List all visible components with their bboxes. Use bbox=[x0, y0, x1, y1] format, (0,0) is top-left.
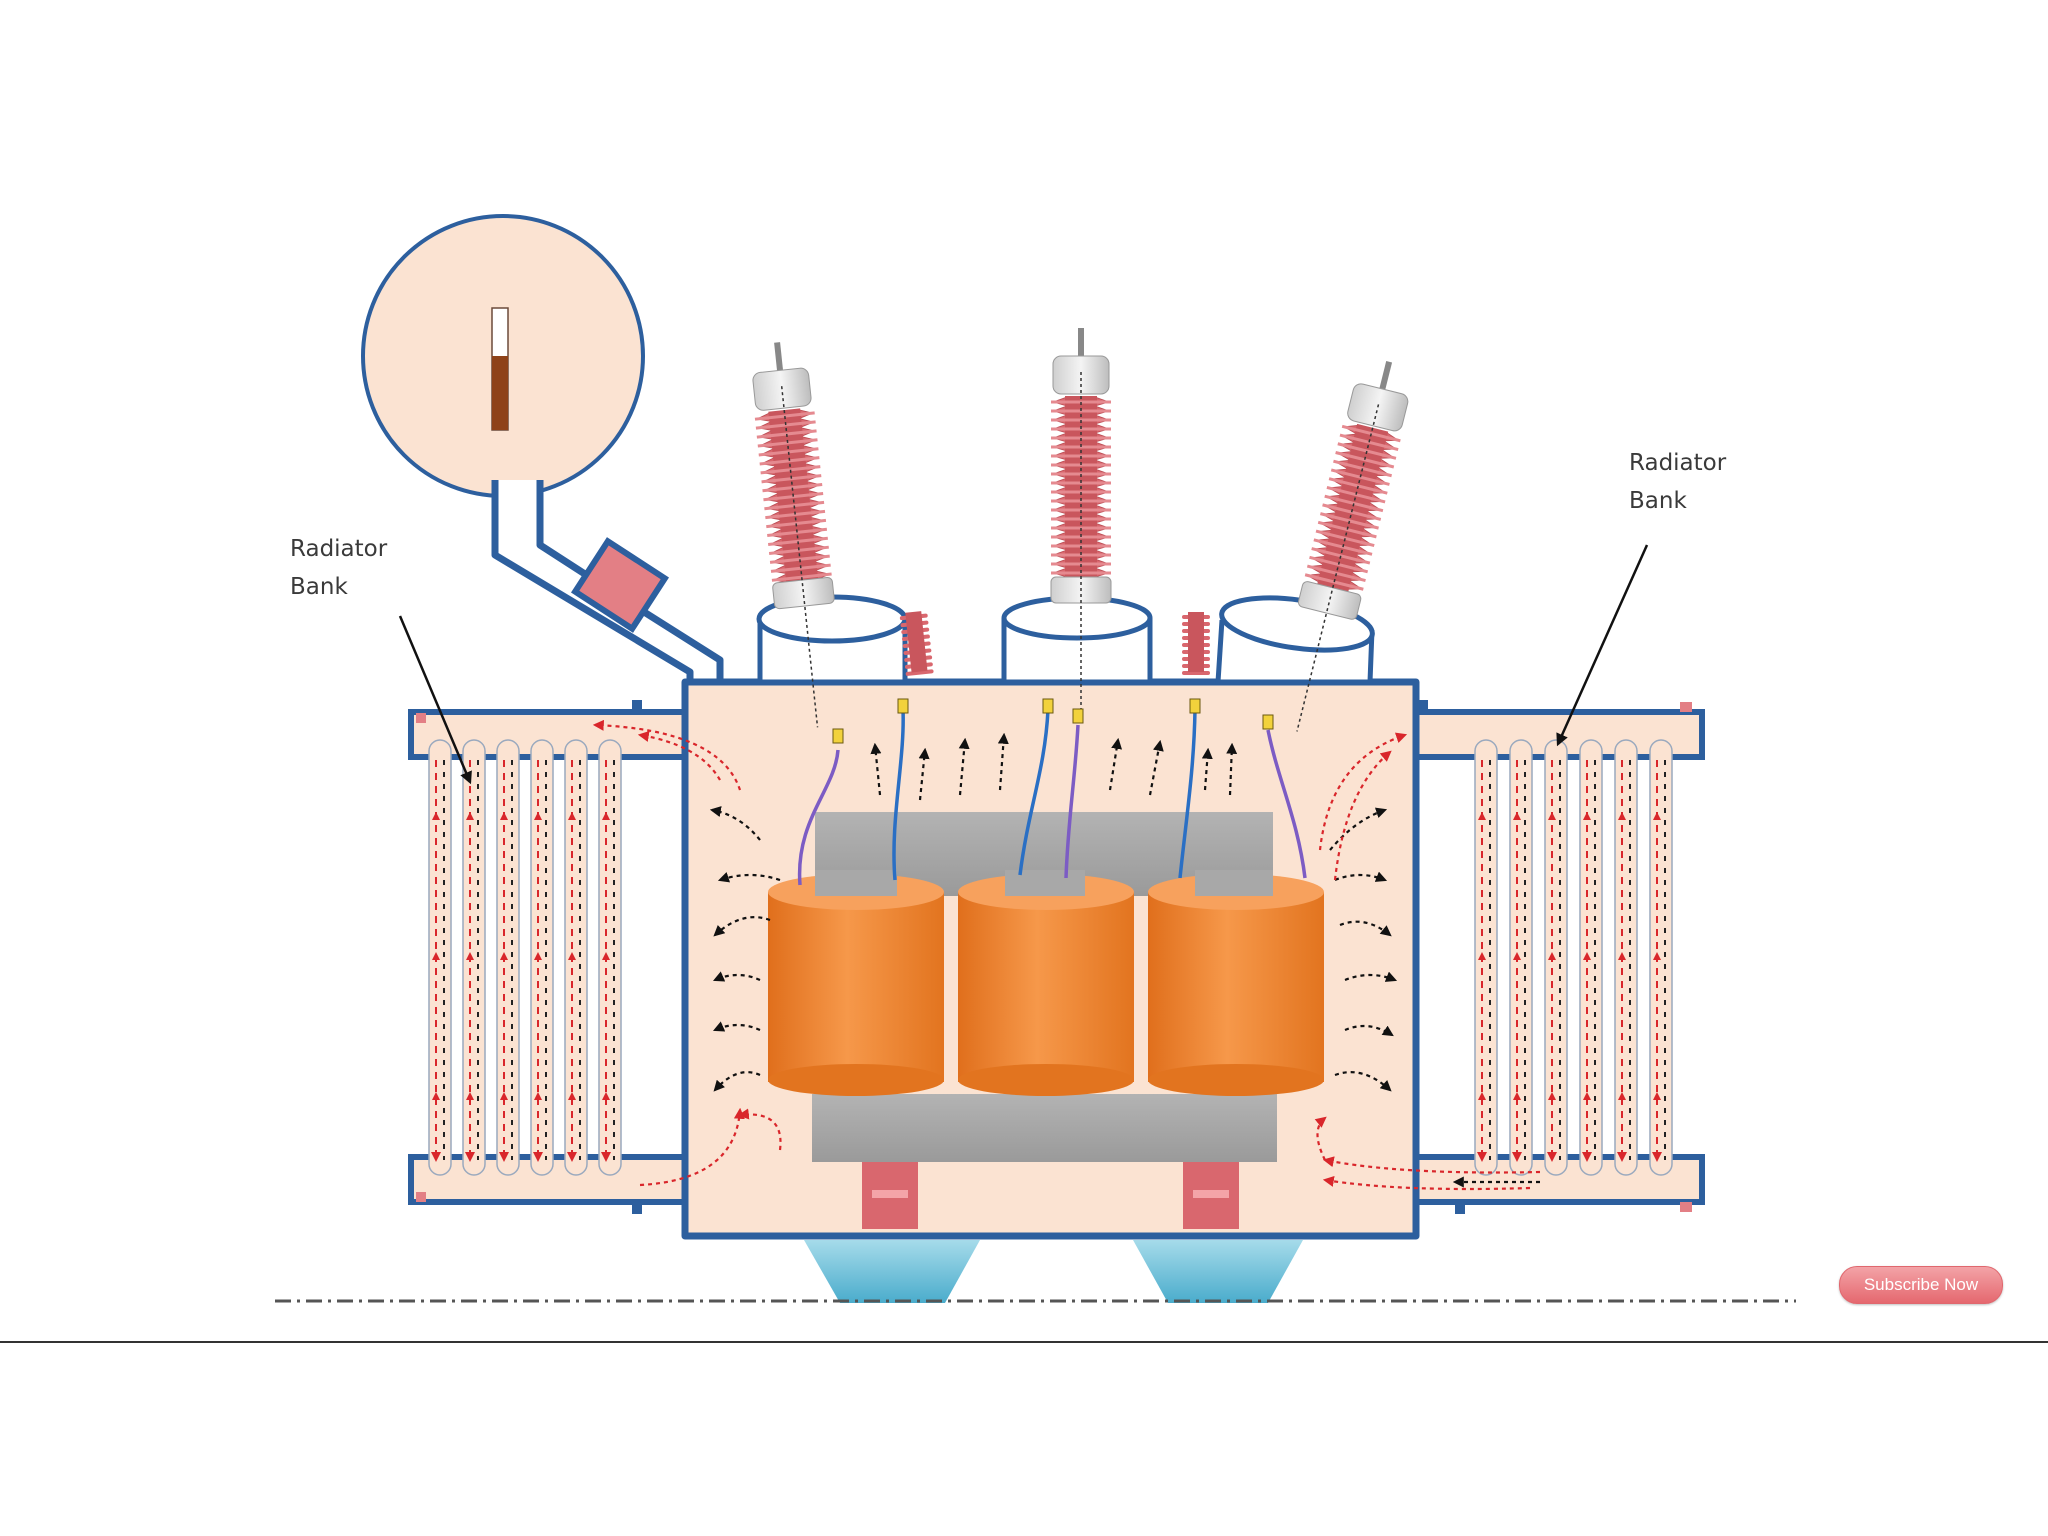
small-bushing-icon bbox=[899, 611, 1210, 676]
flow-arrow-icon bbox=[712, 971, 761, 982]
flow-arrow-icon bbox=[637, 731, 721, 781]
small-bushing-icon bbox=[899, 611, 934, 676]
flow-arrow-icon bbox=[1344, 971, 1398, 982]
leader-line-left bbox=[398, 615, 472, 785]
flow-arrow-icon bbox=[737, 1108, 782, 1151]
flow-arrow-icon bbox=[1339, 920, 1392, 937]
flow-arrow-icon bbox=[1334, 871, 1388, 882]
flow-arrow-icon bbox=[958, 737, 970, 796]
radiator-bank-label-line1: Radiator bbox=[290, 536, 388, 562]
radiator-tube bbox=[1649, 739, 1673, 1176]
breather-valve-icon bbox=[570, 537, 670, 633]
subscribe-button[interactable]: Subscribe Now bbox=[1839, 1266, 2003, 1304]
flow-arrow-icon bbox=[1334, 1071, 1392, 1092]
flow-arrow-icon bbox=[713, 1071, 761, 1092]
flow-arrow-icon bbox=[1108, 737, 1123, 791]
radiator-tube bbox=[1474, 739, 1498, 1176]
radiator-tube bbox=[1544, 739, 1568, 1176]
flow-arrow-icon bbox=[639, 1107, 745, 1187]
small-bushing-icon bbox=[1182, 612, 1210, 675]
flow-arrow-icon bbox=[1226, 742, 1238, 796]
radiator-tube bbox=[598, 739, 622, 1176]
winding-coil bbox=[958, 874, 1134, 1096]
radiator-bank-label-right: Radiator Bank bbox=[1629, 444, 1726, 520]
divider bbox=[0, 1341, 2048, 1343]
radiator-tube bbox=[428, 739, 452, 1176]
oil-level-gauge-icon bbox=[361, 214, 645, 498]
bushing-icon bbox=[1050, 328, 1112, 725]
bushing-icon bbox=[1296, 361, 1409, 732]
flow-arrow-icon bbox=[1148, 739, 1164, 796]
radiator-tube bbox=[530, 739, 554, 1176]
flow-arrow-icon bbox=[713, 916, 771, 937]
hv-bushings bbox=[752, 328, 1409, 732]
flow-arrow-icon bbox=[918, 747, 930, 801]
flow-arrow-icon bbox=[1201, 747, 1213, 791]
flow-arrow-icon bbox=[870, 742, 882, 796]
flow-arrow-icon bbox=[1322, 1156, 1541, 1174]
tank-feet bbox=[804, 1240, 1303, 1303]
radiator-tube bbox=[1509, 739, 1533, 1176]
bushing-icon bbox=[752, 342, 835, 728]
flow-arrow-icon bbox=[712, 1021, 761, 1032]
leader-line-right bbox=[1556, 544, 1649, 747]
winding-coil bbox=[1148, 874, 1324, 1096]
flow-arrow-icon bbox=[1322, 1175, 1531, 1191]
flow-arrow-icon bbox=[592, 719, 742, 791]
bushing-turrets bbox=[756, 594, 1375, 685]
radiator-bank-right bbox=[1410, 702, 1705, 1212]
flow-arrow-icon bbox=[1333, 750, 1392, 881]
winding-coil bbox=[768, 874, 944, 1096]
radiator-tube bbox=[1614, 739, 1638, 1176]
winding-leads bbox=[797, 698, 1307, 886]
radiator-bank-label-left: Radiator Bank bbox=[290, 530, 387, 606]
radiator-tube bbox=[1579, 739, 1603, 1176]
radiator-bank-label-line2: Bank bbox=[1629, 488, 1687, 514]
flow-arrow-icon bbox=[997, 732, 1009, 791]
radiator-tube bbox=[564, 739, 588, 1176]
flow-arrow-icon bbox=[1314, 1116, 1327, 1161]
oil-flow-arrows bbox=[592, 719, 1541, 1191]
radiator-tube bbox=[496, 739, 520, 1176]
radiator-bank-left bbox=[408, 709, 688, 1205]
radiator-tube bbox=[462, 739, 486, 1176]
windings bbox=[768, 870, 1324, 1096]
radiator-bank-label-line1: Radiator bbox=[1629, 450, 1727, 476]
radiator-bank-label-line2: Bank bbox=[290, 574, 348, 600]
